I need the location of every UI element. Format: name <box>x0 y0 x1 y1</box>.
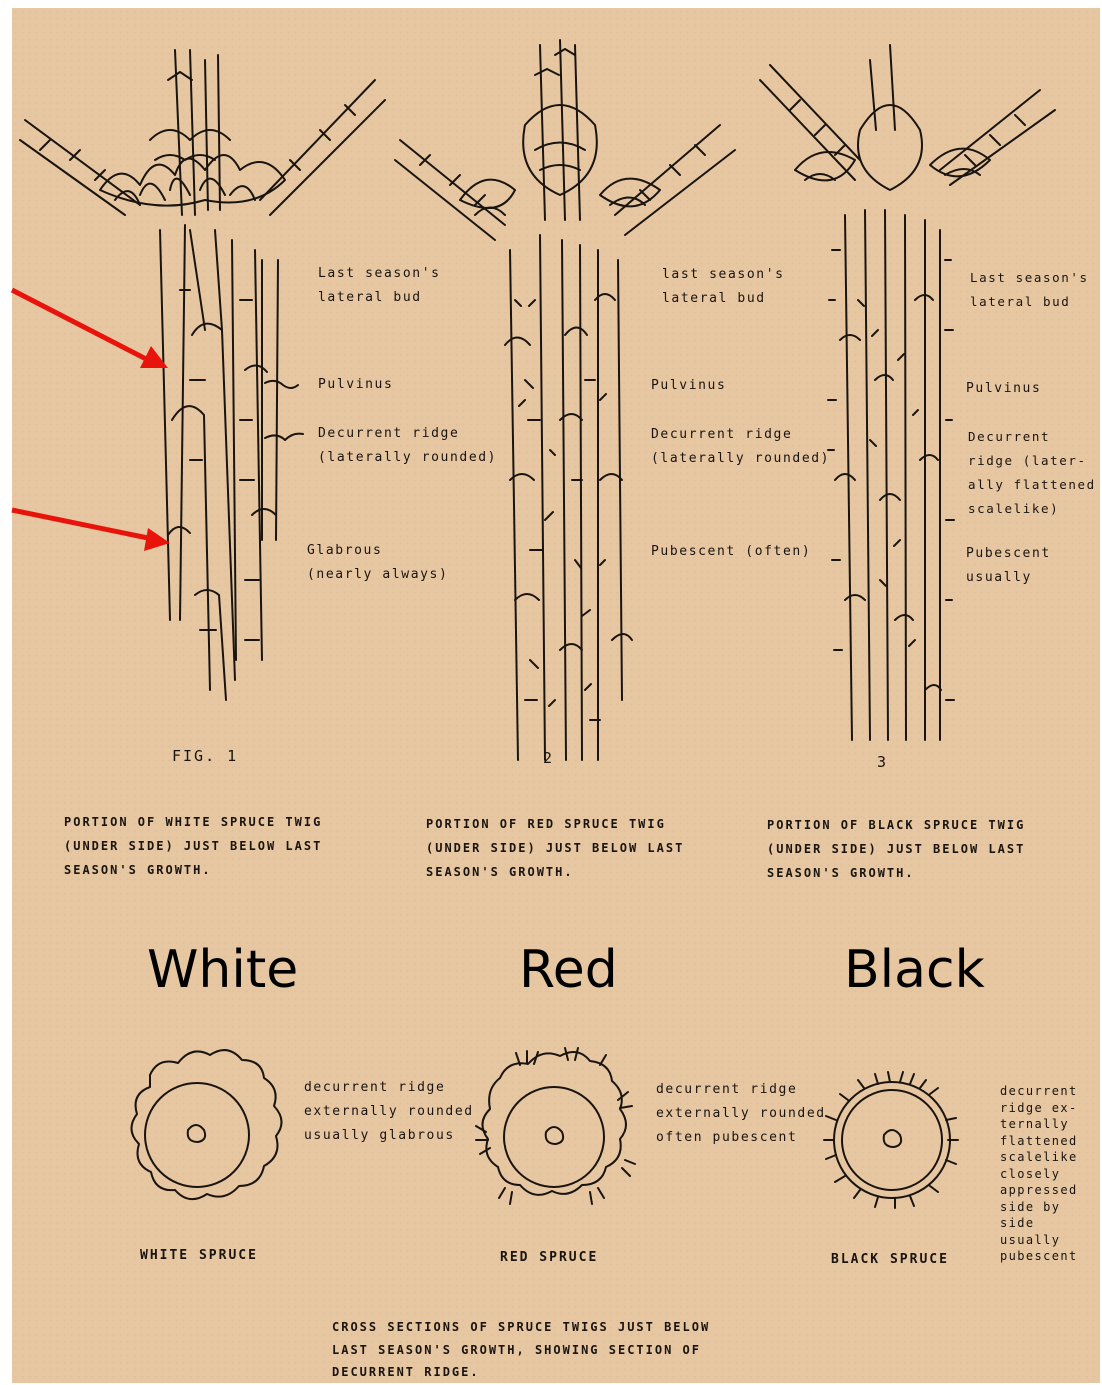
white-pulvinus-label: Pulvinus <box>318 373 393 397</box>
red-pubescent-label: Pubescent (often) <box>651 540 811 564</box>
white-cross-section-note: decurrent ridge externally rounded usual… <box>304 1076 474 1148</box>
red-cross-section-note: decurrent ridge externally rounded often… <box>656 1078 826 1150</box>
heading-black: Black <box>844 940 985 1000</box>
white-spruce-cross-section-drawing <box>131 1050 281 1199</box>
white-ridge-label: Decurrent ridge (laterally rounded) <box>318 422 497 470</box>
black-pubescent-label: Pubescent usually <box>966 542 1051 590</box>
black-ridge-label: Decurrent ridge (later- ally flattened s… <box>968 425 1096 521</box>
black-bud-label: Last season's lateral bud <box>970 266 1089 314</box>
black-pulvinus-label: Pulvinus <box>966 377 1041 401</box>
white-bud-label: Last season's lateral bud <box>318 262 441 310</box>
heading-red: Red <box>519 940 618 1000</box>
red-spruce-name: RED SPRUCE <box>500 1246 598 1270</box>
red-spruce-cross-section-drawing <box>476 1048 635 1204</box>
red-arrow-upper <box>12 290 168 368</box>
figure-number-1: FIG. 1 <box>172 747 238 765</box>
white-spruce-name: WHITE SPRUCE <box>140 1244 258 1268</box>
red-pulvinus-label: Pulvinus <box>651 374 726 398</box>
red-spruce-twig-drawing <box>395 40 735 760</box>
bottom-caption: CROSS SECTIONS OF SPRUCE TWIGS JUST BELO… <box>332 1316 710 1384</box>
figure-number-3: 3 <box>877 753 888 771</box>
heading-white: White <box>147 940 298 1000</box>
figure-number-2: 2 <box>543 749 554 767</box>
black-spruce-cross-section-drawing <box>824 1072 958 1208</box>
black-cross-section-note: decurrent ridge ex- ternally flattened s… <box>1000 1083 1078 1265</box>
white-twig-caption: PORTION OF WHITE SPRUCE TWIG (UNDER SIDE… <box>64 810 322 882</box>
red-bud-label: last season's lateral bud <box>662 263 785 311</box>
white-glabrous-label: Glabrous (nearly always) <box>307 539 448 587</box>
red-ridge-label: Decurrent ridge (laterally rounded) <box>651 423 830 471</box>
red-arrow-lower <box>12 510 170 551</box>
red-twig-caption: PORTION OF RED SPRUCE TWIG (UNDER SIDE) … <box>426 812 684 884</box>
black-spruce-name: BLACK SPRUCE <box>831 1248 949 1272</box>
black-twig-caption: PORTION OF BLACK SPRUCE TWIG (UNDER SIDE… <box>767 813 1025 885</box>
